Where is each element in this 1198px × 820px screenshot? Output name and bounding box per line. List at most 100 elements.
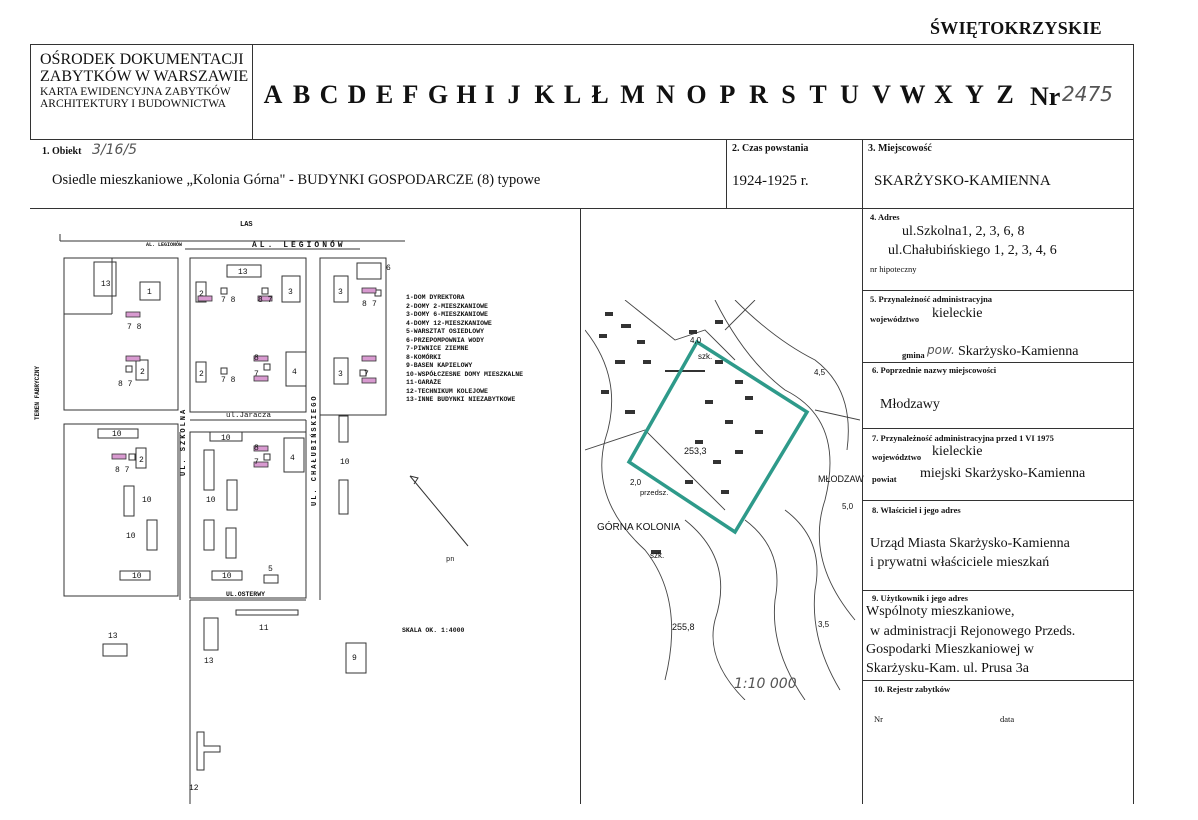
uzytkownik-line4: Skarżysku-Kam. ul. Prusa 3a <box>866 661 1029 676</box>
bldg-10e <box>146 519 158 551</box>
line-wlasc <box>862 590 1134 591</box>
woj-value: kieleckie <box>932 306 983 321</box>
building-number: 10 <box>132 572 142 581</box>
building-number: 10 <box>112 430 122 439</box>
bldg-7i <box>125 365 133 373</box>
map-divider <box>580 208 581 804</box>
index-letter-22: W <box>899 80 926 109</box>
index-letter-21: V <box>872 80 891 109</box>
bldg-10c <box>203 449 215 491</box>
outbuilding-highlight <box>361 377 377 384</box>
north-arrow-head <box>409 475 419 485</box>
building-number: 2 <box>199 290 204 299</box>
bldg-1 <box>139 281 161 301</box>
line-przyn <box>862 362 1134 363</box>
index-letter-12: Ł <box>591 80 609 109</box>
uzytkownik-label: 9. Użytkownik i jego adres <box>872 593 968 603</box>
institution-line1: OŚRODEK DOKUMENTACJI <box>40 51 244 68</box>
block-ne <box>319 257 387 416</box>
road-1 <box>624 300 736 361</box>
line-przyn1975 <box>862 500 1134 501</box>
obiekt-value: Osiedle mieszkaniowe „Kolonia Górna" - B… <box>52 172 541 188</box>
poprzednie-label: 6. Poprzednie nazwy miejscowości <box>872 365 997 375</box>
building-number: 13 <box>238 268 248 277</box>
bldg-2d <box>135 447 147 469</box>
elevation-4-0: 4,0 <box>690 336 702 345</box>
bldg-11 <box>235 609 299 616</box>
topo-map <box>585 300 860 700</box>
block-s-center <box>189 431 307 599</box>
contour-2 <box>714 300 856 621</box>
block-sw <box>63 423 179 597</box>
building-number: 10 <box>126 532 136 541</box>
elevation-5-0: 5,0 <box>842 502 854 511</box>
contour-5 <box>744 519 806 700</box>
building-number: 11 <box>259 624 269 633</box>
bldg-13b <box>226 264 262 278</box>
bldg-7e <box>220 367 228 375</box>
bldg-10i <box>119 570 151 581</box>
index-letter-20: U <box>840 80 859 109</box>
label-gorna-kolonia: GÓRNA KOLONIA <box>597 522 681 533</box>
woj-label: województwo <box>870 314 920 324</box>
building-number: 9 <box>352 654 357 663</box>
building-number: 7 <box>254 370 259 379</box>
building-number: 7 8 <box>221 376 236 385</box>
label-las: LAS <box>240 221 253 229</box>
index-letter-2: C <box>319 80 339 109</box>
outbuilding-highlight <box>361 287 377 294</box>
building-number: 3 <box>338 370 343 379</box>
legend-item-11: 11-GARAŻE <box>406 379 442 386</box>
right-border <box>1133 44 1134 804</box>
czas-divider <box>726 139 727 209</box>
contour-6 <box>784 509 841 691</box>
region-title: ŚWIĘTOKRZYSKIE <box>930 18 1102 38</box>
gmina-value: Skarżysko-Kamienna <box>958 344 1079 359</box>
index-letter-16: P <box>719 80 736 109</box>
label-al-legionow: AL. LEGIONÓW <box>252 241 346 250</box>
outbuilding-highlight <box>125 311 141 318</box>
bldg-10f <box>226 479 238 511</box>
adres-line2: ul.Chałubińskiego 1, 2, 3, 4, 6 <box>888 243 1057 258</box>
label-mlodzaw: MŁODZAW <box>818 474 864 484</box>
bldg-2b <box>195 281 207 303</box>
contour-1 <box>585 329 673 681</box>
line-adres <box>862 290 1134 291</box>
outbuilding-highlight <box>253 375 269 382</box>
miejscowosc-value: SKARŻYSKO-KAMIENNA <box>874 173 1051 189</box>
legend-item-5: 5-WARSZTAT OSIEDLOWY <box>406 328 485 335</box>
building-number: 5 <box>268 565 273 574</box>
czas-value: 1924-1925 r. <box>732 173 809 189</box>
uzytkownik-line1: Wspólnoty mieszkaniowe, <box>866 604 1015 619</box>
building-number: 13 <box>204 657 214 666</box>
object-row-bottom-line <box>30 208 1134 209</box>
institution-block: OŚRODEK DOKUMENTACJI ZABYTKÓW W WARSZAWI… <box>40 51 255 110</box>
bldg-3b <box>333 275 349 303</box>
building-number: 1 <box>147 288 152 297</box>
label-ul-szkolna: UL. SZKOLNA <box>180 407 188 476</box>
label-przedsz: przedsz. <box>640 488 669 497</box>
building-number: 13 <box>101 280 111 289</box>
right-panel-divider <box>862 139 863 804</box>
building-number: 7 <box>364 370 369 379</box>
bldg-7f <box>263 363 271 371</box>
index-letter-5: F <box>402 80 419 109</box>
road-2 <box>585 429 726 511</box>
building-number: 8 <box>254 444 259 453</box>
outbuilding-highlight <box>111 453 127 460</box>
building-number: 3 <box>288 288 293 297</box>
legend-item-7: 7-PIWNICE ZIEMNE <box>406 345 469 352</box>
outbuilding-highlight <box>257 295 273 302</box>
adres-label: 4. Adres <box>870 212 900 222</box>
bldg-2c <box>195 361 207 383</box>
left-border <box>30 44 31 139</box>
bldg-12 <box>196 731 221 771</box>
index-letter-17: R <box>749 80 768 109</box>
index-letter-14: N <box>656 80 675 109</box>
adres-line1: ul.Szkolna1, 2, 3, 6, 8 <box>902 224 1025 239</box>
building-number: 4 <box>290 454 295 463</box>
bldg-2a <box>135 359 149 381</box>
outbuilding-highlight <box>125 355 141 362</box>
building-number: 10 <box>206 496 216 505</box>
